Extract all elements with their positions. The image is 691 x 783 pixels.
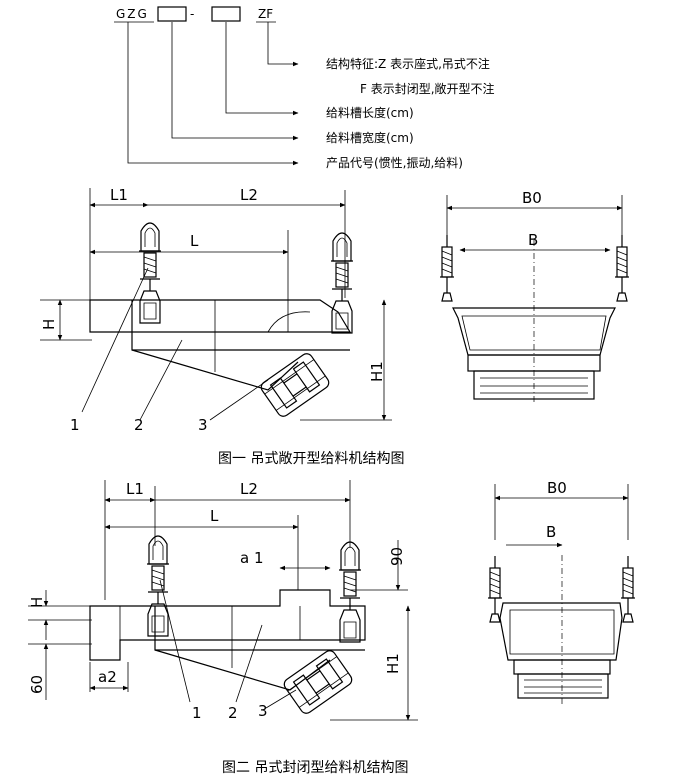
dim-H1: H1 [368, 361, 386, 382]
legend-closed-type: F 表示封闭型,敞开型不注 [360, 81, 495, 96]
legend-length: 给料槽长度(cm) [326, 105, 414, 120]
length-code-box [211, 6, 241, 22]
dim-L1-2: L1 [126, 480, 144, 498]
dim-B0: B0 [522, 189, 542, 207]
legend-product-code: 产品代号(惯性,振动,给料) [326, 155, 463, 170]
dim-B: B [528, 231, 538, 249]
part-3-label-2: 3 [258, 702, 268, 720]
dim-60: 60 [28, 675, 46, 694]
dim-L: L [190, 232, 199, 250]
figure1-side-view: L1 L2 L H H1 1 2 3 [40, 186, 392, 434]
dim-H-2: H [28, 597, 46, 608]
model-code: GZG - ZF 结构特征:Z 表示座式,吊式不注 F 表示封闭型,敞开型不注 … [114, 6, 495, 170]
model-suffix: ZF [258, 7, 273, 21]
part-1-label: 1 [70, 416, 80, 434]
part-3-label: 3 [198, 416, 208, 434]
part-2-label: 2 [134, 416, 144, 434]
dim-L2: L2 [240, 186, 258, 204]
dim-90: 90 [388, 547, 406, 566]
dim-a2: a2 [98, 668, 117, 686]
dim-B-2: B [546, 523, 556, 541]
figure2-end-view: B0 B [487, 479, 636, 705]
dim-L-2: L [210, 507, 219, 525]
legend-structure: 结构特征:Z 表示座式,吊式不注 [326, 56, 490, 71]
figure2-caption: 图二 吊式封闭型给料机结构图 [222, 760, 408, 776]
dim-B0-2: B0 [547, 479, 567, 497]
figure1-end-view: B0 B [439, 189, 630, 405]
model-dash: - [190, 7, 194, 21]
legend-width: 给料槽宽度(cm) [326, 130, 414, 145]
dim-L2-2: L2 [240, 480, 258, 498]
part-1-label-2: 1 [192, 704, 202, 722]
dim-a1: a 1 [240, 549, 264, 567]
dim-H: H [40, 319, 58, 330]
dim-H1-2: H1 [384, 653, 402, 674]
dim-L1: L1 [110, 186, 128, 204]
figure1-caption: 图一 吊式敞开型给料机结构图 [218, 451, 404, 467]
model-prefix: GZG [116, 7, 149, 21]
width-code-box [157, 6, 187, 22]
part-2-label-2: 2 [228, 704, 238, 722]
figure2-side-view: L1 L2 L a 1 90 H 60 a2 [28, 480, 418, 722]
